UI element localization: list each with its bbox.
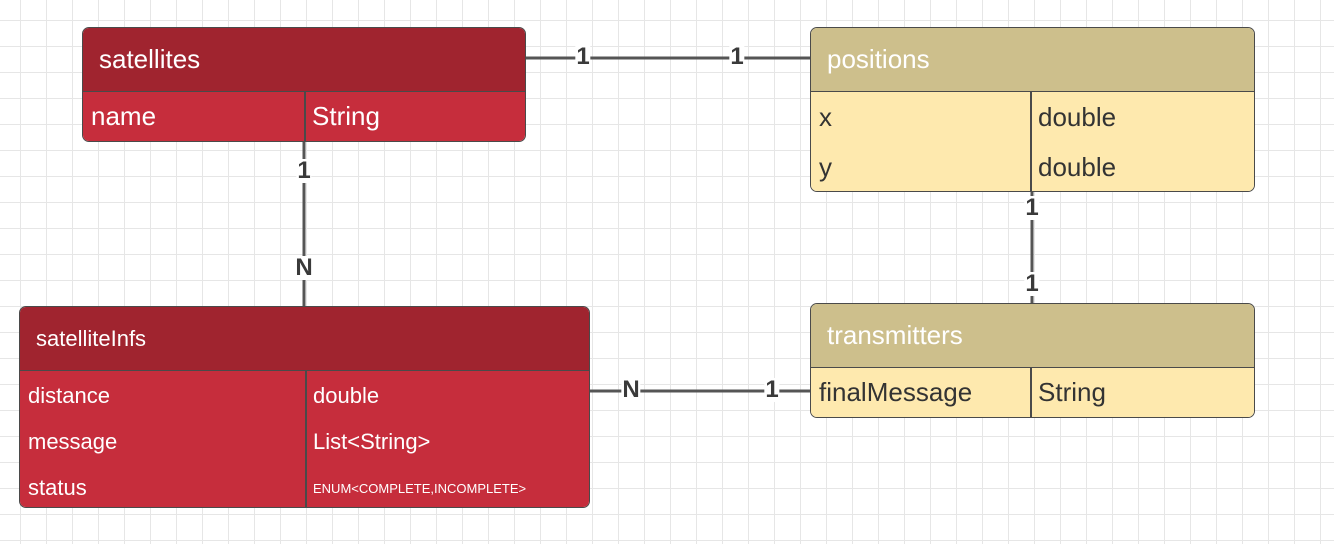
field-row[interactable]: name String bbox=[83, 92, 525, 141]
field-type: double bbox=[313, 383, 380, 408]
cardinality-satelliteinfs-transmitters-to: 1 bbox=[764, 376, 780, 403]
field-row[interactable]: y double bbox=[811, 142, 1254, 191]
field-name: status bbox=[28, 475, 87, 500]
column-divider bbox=[305, 371, 307, 507]
entity-satellites[interactable]: satellites name String bbox=[82, 27, 526, 142]
field-type: ENUM<COMPLETE,INCOMPLETE> bbox=[313, 480, 527, 496]
entity-fields: name String bbox=[83, 92, 525, 141]
cardinality-satellites-positions-from: 1 bbox=[575, 43, 591, 70]
field-type: String bbox=[1038, 377, 1106, 407]
field-row[interactable]: status ENUM<COMPLETE,INCOMPLETE> bbox=[20, 465, 589, 507]
entity-transmitters[interactable]: transmitters finalMessage String bbox=[810, 303, 1255, 418]
field-row[interactable]: finalMessage String bbox=[811, 368, 1254, 417]
entity-positions[interactable]: positions x double y double bbox=[810, 27, 1255, 192]
field-row[interactable]: message List<String> bbox=[20, 419, 589, 465]
field-name: message bbox=[28, 429, 118, 454]
column-divider bbox=[1030, 92, 1032, 191]
field-row[interactable]: x double bbox=[811, 92, 1254, 142]
field-type: List<String> bbox=[313, 429, 431, 454]
cardinality-satellites-positions-to: 1 bbox=[729, 43, 745, 70]
entity-title: satellites bbox=[83, 28, 525, 92]
field-name: name bbox=[91, 101, 157, 131]
entity-title: satelliteInfs bbox=[20, 307, 589, 371]
column-divider bbox=[1030, 368, 1032, 417]
field-name: y bbox=[819, 151, 832, 182]
field-name: x bbox=[819, 101, 832, 132]
field-name: finalMessage bbox=[819, 377, 973, 407]
field-type: String bbox=[312, 101, 380, 131]
entity-fields: finalMessage String bbox=[811, 368, 1254, 417]
cardinality-satelliteinfs-transmitters-from: N bbox=[621, 376, 641, 403]
entity-fields: distance double message List<String> sta… bbox=[20, 371, 589, 507]
field-type: double bbox=[1038, 151, 1117, 182]
field-type: double bbox=[1038, 101, 1117, 132]
entity-title: transmitters bbox=[811, 304, 1254, 368]
column-divider bbox=[304, 92, 306, 141]
cardinality-positions-transmitters-from: 1 bbox=[1024, 194, 1040, 221]
cardinality-satellites-satelliteinfs-from: 1 bbox=[296, 157, 312, 184]
entity-title: positions bbox=[811, 28, 1254, 92]
entity-satelliteinfs[interactable]: satelliteInfs distance double message Li… bbox=[19, 306, 590, 508]
field-row[interactable]: distance double bbox=[20, 373, 589, 419]
cardinality-satellites-satelliteinfs-to: N bbox=[294, 254, 314, 281]
field-name: distance bbox=[28, 383, 110, 408]
cardinality-positions-transmitters-to: 1 bbox=[1024, 270, 1040, 297]
entity-fields: x double y double bbox=[811, 92, 1254, 191]
